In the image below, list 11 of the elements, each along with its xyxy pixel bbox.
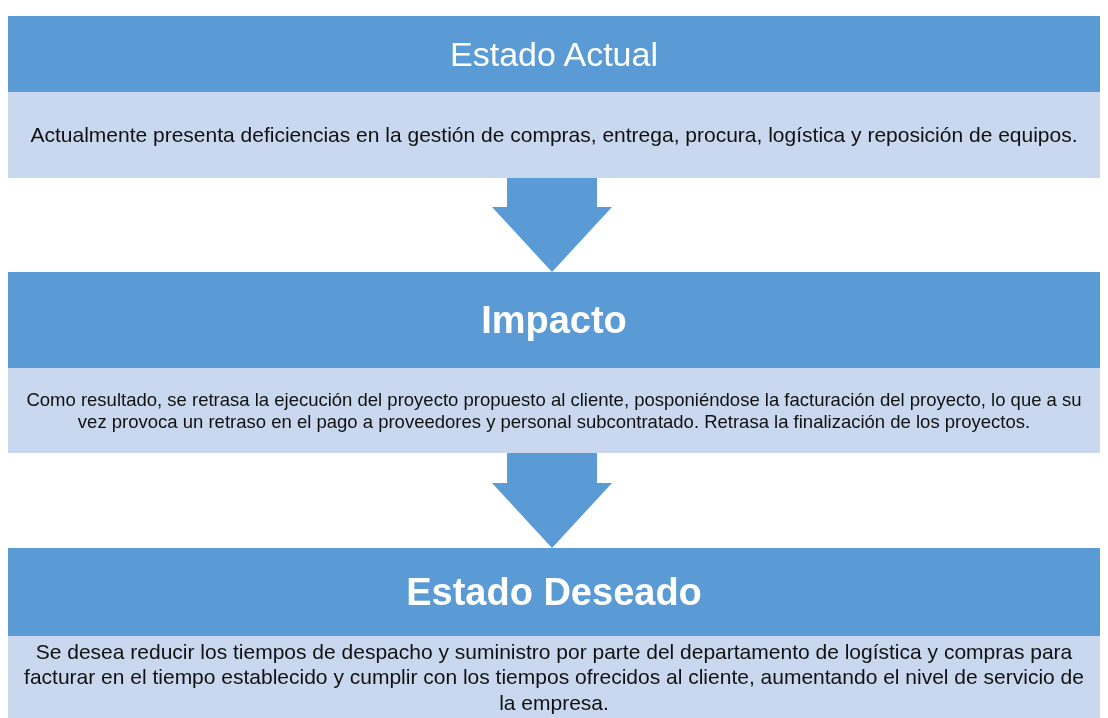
section-header: Estado Actual [8,16,1100,92]
description-text: Actualmente presenta deficiencias en la gestión de compras, entrega, procura, logística y reposición de equipos. [30,121,1078,148]
section-panel [8,548,1100,718]
section-header: Estado Deseado [8,548,1100,636]
description-text: Se desea reducir los tiempos de despacho y suministro por parte del departamento de logística y compras para facturar en el tiempo establecido y cumplir con los tiempos ofrecidos al cliente, aumentando el nivel de servicio de la empresa. [24,639,1084,715]
block-arrow [492,178,612,272]
section-panel [8,16,1100,178]
block-arrow [492,453,612,548]
section-panel [8,272,1100,453]
description-text: Como resultado, se retrasa la ejecución del proyecto propuesto al cliente, posponiéndose la facturación del proyecto, lo que a su vez provoca un retraso en el pago a proveedores y personal subcontratado. Retrasa la finalización de los proyectos. [25,389,1083,432]
section-header: Impacto [8,272,1100,368]
